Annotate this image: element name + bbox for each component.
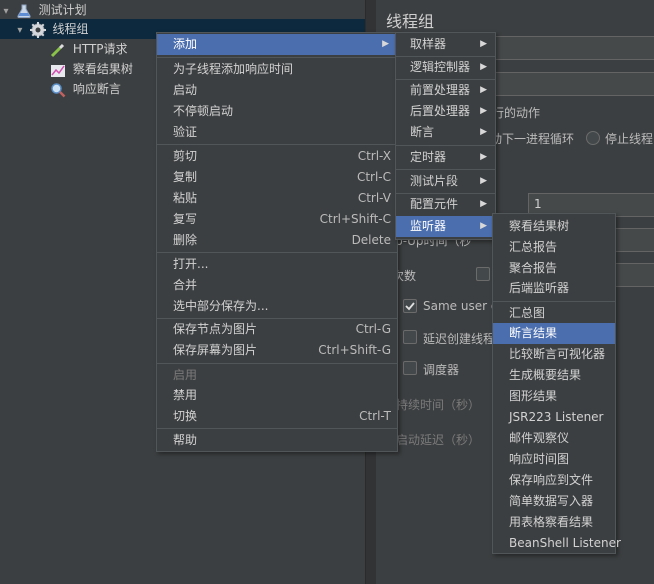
stop-thread-label: 停止线程 bbox=[605, 132, 654, 146]
submenu-item-timer[interactable]: 定时器▶ bbox=[396, 147, 495, 168]
startup-delay-label: 启动延迟（秒） bbox=[396, 433, 481, 447]
add-submenu: 取样器▶ 逻辑控制器▶ 前置处理器▶ 后置处理器▶ 断言▶ 定时器▶ 测试片段▶… bbox=[395, 32, 496, 240]
tree-item-label: 察看结果树 bbox=[72, 62, 133, 76]
scheduler-label: 调度器 bbox=[423, 363, 460, 377]
gear-icon bbox=[29, 21, 46, 38]
chart-icon bbox=[50, 62, 66, 78]
submenu-arrow-icon: ▶ bbox=[480, 62, 487, 72]
listener-item-save-responses[interactable]: 保存响应到文件 bbox=[509, 473, 594, 487]
tree-item-label: 线程组 bbox=[52, 22, 89, 36]
listener-item-compare-assertion[interactable]: 比较断言可视化器 bbox=[509, 347, 606, 361]
magnifier-icon bbox=[50, 82, 66, 98]
listener-item-summary-report[interactable]: 汇总报告 bbox=[509, 240, 558, 254]
tree-item-label: 测试计划 bbox=[38, 3, 87, 17]
listener-item-jsr223[interactable]: JSR223 Listener bbox=[509, 410, 604, 424]
submenu-item-logic-controller[interactable]: 逻辑控制器▶ bbox=[396, 57, 495, 78]
listener-item-beanshell[interactable]: BeanShell Listener bbox=[509, 536, 621, 550]
pipette-icon bbox=[50, 42, 66, 58]
listener-item-simple-data-writer[interactable]: 简单数据写入器 bbox=[509, 494, 594, 508]
menu-item-save-selection[interactable]: 选中部分保存为... bbox=[173, 299, 269, 313]
listener-item-response-time-graph[interactable]: 响应时间图 bbox=[509, 452, 570, 466]
submenu-arrow-icon: ▶ bbox=[480, 127, 487, 137]
listener-item-results-tree[interactable]: 察看结果树 bbox=[509, 219, 570, 233]
submenu-arrow-icon: ▶ bbox=[480, 176, 487, 186]
menu-item-validate[interactable]: 验证 bbox=[173, 125, 198, 139]
submenu-arrow-icon: ▶ bbox=[480, 152, 487, 162]
start-next-loop-option[interactable]: 动下一进程循环 bbox=[490, 132, 575, 146]
tree-item-test-plan[interactable]: ▾ 测试计划 bbox=[0, 0, 365, 20]
tree-item-label: 响应断言 bbox=[72, 82, 121, 96]
menu-item-merge[interactable]: 合并 bbox=[173, 278, 198, 292]
page-title: 线程组 bbox=[386, 12, 435, 31]
listener-item-assertion-results[interactable]: 断言结果 bbox=[493, 323, 615, 344]
menu-item-start-no-pause[interactable]: 不停顿启动 bbox=[173, 104, 234, 118]
submenu-arrow-icon: ▶ bbox=[382, 39, 389, 49]
collapse-arrow-icon[interactable]: ▾ bbox=[3, 6, 9, 17]
menu-item-open[interactable]: 打开... bbox=[173, 257, 209, 271]
submenu-arrow-icon: ▶ bbox=[480, 39, 487, 49]
menu-item-add[interactable]: 添加▶ bbox=[157, 34, 397, 55]
menu-item-enable: 启用 bbox=[173, 368, 198, 382]
same-user-checkbox[interactable] bbox=[403, 299, 417, 313]
menu-item-start[interactable]: 启动 bbox=[173, 83, 198, 97]
submenu-item-preprocessor[interactable]: 前置处理器▶ bbox=[396, 80, 495, 101]
duration-label: 持续时间（秒） bbox=[396, 398, 481, 412]
submenu-arrow-icon: ▶ bbox=[480, 199, 487, 209]
submenu-item-config-element[interactable]: 配置元件▶ bbox=[396, 194, 495, 215]
menu-item-disable[interactable]: 禁用 bbox=[173, 388, 198, 402]
tree-item-results-tree[interactable]: 察看结果树 bbox=[50, 59, 133, 79]
comment-field[interactable] bbox=[494, 72, 654, 96]
same-user-label: Same user on bbox=[423, 299, 506, 313]
submenu-arrow-icon: ▶ bbox=[480, 221, 487, 231]
listener-item-graph-results[interactable]: 图形结果 bbox=[509, 389, 558, 403]
listener-item-summariser[interactable]: 生成概要结果 bbox=[509, 368, 582, 382]
menu-item-add-response-time[interactable]: 为子线程添加响应时间 bbox=[173, 62, 294, 76]
submenu-item-test-fragment[interactable]: 测试片段▶ bbox=[396, 171, 495, 192]
submenu-arrow-icon: ▶ bbox=[480, 85, 487, 95]
tree-item-http-request[interactable]: HTTP请求 bbox=[50, 39, 128, 59]
stop-thread-radio[interactable] bbox=[586, 131, 600, 145]
listener-submenu: 察看结果树 汇总报告 聚合报告 后端监听器 汇总图 断言结果 比较断言可视化器 … bbox=[492, 213, 621, 554]
listener-item-summary-graph[interactable]: 汇总图 bbox=[509, 306, 546, 320]
name-field[interactable] bbox=[494, 36, 654, 60]
submenu-item-listener[interactable]: 监听器▶ bbox=[396, 216, 495, 237]
delay-thread-creation-label: 延迟创建线程 bbox=[423, 332, 496, 346]
menu-item-help[interactable]: 帮助 bbox=[173, 433, 198, 447]
tree-item-label: HTTP请求 bbox=[72, 42, 128, 56]
listener-item-view-table[interactable]: 用表格察看结果 bbox=[509, 515, 594, 529]
submenu-item-assertion[interactable]: 断言▶ bbox=[396, 122, 495, 143]
tree-item-response-assertion[interactable]: 响应断言 bbox=[50, 79, 121, 99]
scheduler-checkbox[interactable] bbox=[403, 361, 417, 375]
collapse-arrow-icon[interactable]: ▾ bbox=[17, 25, 23, 36]
submenu-item-sampler[interactable]: 取样器▶ bbox=[396, 34, 495, 55]
infinite-checkbox[interactable] bbox=[476, 267, 490, 281]
listener-item-aggregate-report[interactable]: 聚合报告 bbox=[509, 261, 558, 275]
flask-icon bbox=[16, 3, 32, 19]
listener-item-backend-listener[interactable]: 后端监听器 bbox=[509, 281, 570, 295]
listener-item-mailer[interactable]: 邮件观察仪 bbox=[509, 431, 570, 445]
delay-thread-creation-checkbox[interactable] bbox=[403, 330, 417, 344]
submenu-arrow-icon: ▶ bbox=[480, 106, 487, 116]
submenu-item-postprocessor[interactable]: 后置处理器▶ bbox=[396, 101, 495, 122]
